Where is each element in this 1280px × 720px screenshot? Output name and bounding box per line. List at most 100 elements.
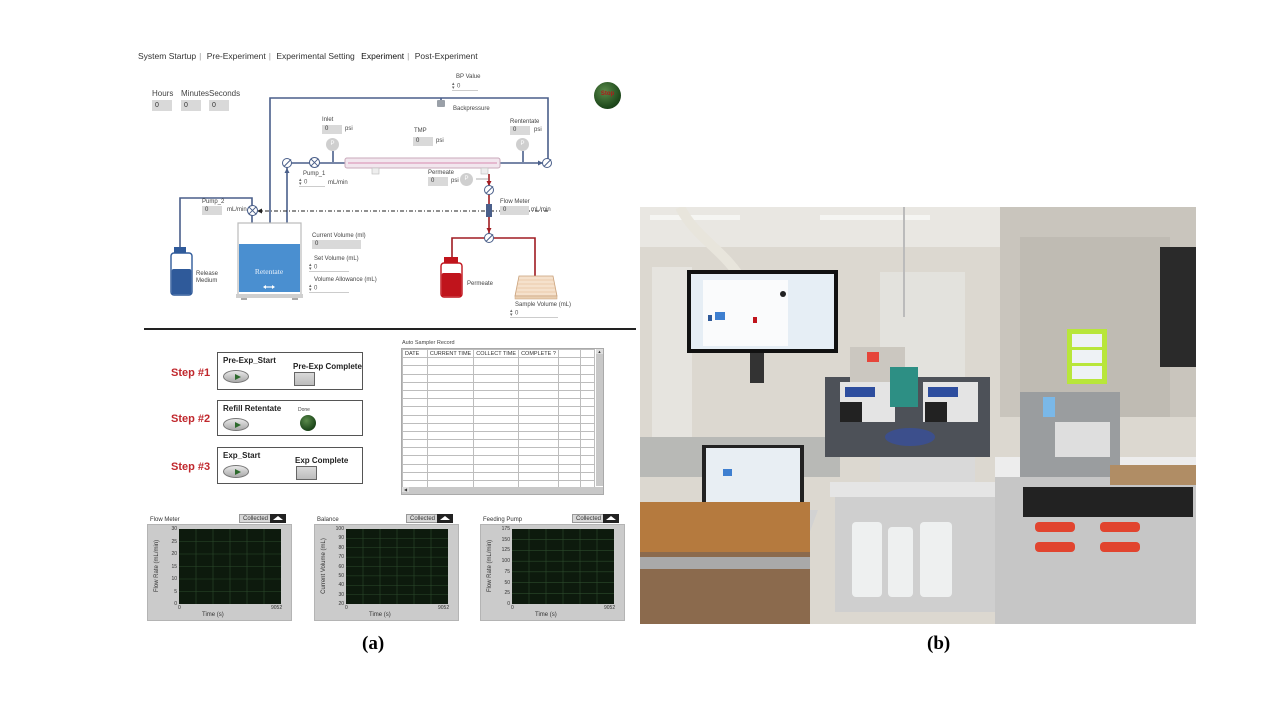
table-cell[interactable] bbox=[473, 422, 520, 432]
table-row[interactable] bbox=[402, 471, 595, 482]
table-row[interactable] bbox=[402, 414, 595, 424]
table-cell[interactable] bbox=[426, 406, 475, 416]
inlet-valve-icon[interactable] bbox=[282, 158, 292, 168]
spinner-arrows-icon[interactable]: ▴▾ bbox=[309, 283, 312, 293]
table-row[interactable] bbox=[402, 373, 595, 383]
table-cell[interactable] bbox=[402, 373, 428, 383]
table-cell[interactable] bbox=[426, 439, 475, 449]
table-cell[interactable] bbox=[518, 414, 559, 424]
table-cell[interactable] bbox=[580, 447, 595, 457]
table-cell[interactable] bbox=[518, 455, 559, 465]
table-cell[interactable] bbox=[473, 463, 520, 473]
tab-pre-experiment[interactable]: Pre-Experiment bbox=[206, 51, 266, 61]
table-cell[interactable] bbox=[518, 439, 559, 449]
table-cell[interactable] bbox=[557, 381, 582, 391]
retentate-valve-icon[interactable] bbox=[542, 158, 552, 168]
pump-2-icon[interactable] bbox=[247, 205, 258, 216]
table-cell[interactable] bbox=[402, 389, 428, 400]
table-cell[interactable] bbox=[518, 373, 559, 383]
pre-exp-start-button[interactable] bbox=[223, 370, 249, 383]
table-cell[interactable] bbox=[518, 430, 559, 441]
table-cell[interactable] bbox=[426, 373, 475, 383]
table-cell[interactable] bbox=[518, 406, 559, 416]
table-cell[interactable] bbox=[557, 430, 582, 441]
vertical-scrollbar[interactable]: ▲ bbox=[596, 349, 603, 486]
table-cell[interactable] bbox=[426, 430, 475, 441]
table-row[interactable] bbox=[402, 365, 595, 375]
volume-allowance-control[interactable]: ▴▾0 bbox=[309, 284, 349, 293]
permeate-valve-icon[interactable] bbox=[484, 185, 494, 195]
table-cell[interactable] bbox=[426, 381, 475, 391]
table-cell[interactable] bbox=[473, 365, 520, 375]
table-cell[interactable] bbox=[402, 471, 428, 482]
table-cell[interactable] bbox=[580, 365, 595, 375]
table-cell[interactable] bbox=[557, 373, 582, 383]
spinner-arrows-icon[interactable]: ▴▾ bbox=[299, 177, 302, 187]
table-cell[interactable] bbox=[580, 406, 595, 416]
tab-experiment[interactable]: Experiment bbox=[361, 51, 405, 61]
table-cell[interactable] bbox=[580, 455, 595, 465]
refill-retentate-button[interactable] bbox=[223, 418, 249, 431]
table-cell[interactable] bbox=[426, 357, 475, 367]
table-cell[interactable] bbox=[402, 406, 428, 416]
table-cell[interactable] bbox=[426, 463, 475, 473]
table-row[interactable] bbox=[402, 398, 595, 408]
table-cell[interactable] bbox=[473, 398, 520, 408]
collected-button[interactable]: Collected bbox=[572, 514, 606, 523]
table-cell[interactable] bbox=[580, 357, 595, 367]
table-cell[interactable] bbox=[402, 447, 428, 457]
plot-area[interactable] bbox=[512, 529, 614, 604]
table-cell[interactable] bbox=[473, 357, 520, 367]
table-cell[interactable] bbox=[402, 430, 428, 441]
table-cell[interactable] bbox=[557, 398, 582, 408]
table-cell[interactable] bbox=[557, 455, 582, 465]
table-cell[interactable] bbox=[518, 422, 559, 432]
tab-system-startup[interactable]: System Startup bbox=[138, 51, 197, 61]
collapse-icon[interactable] bbox=[270, 514, 286, 523]
table-cell[interactable] bbox=[557, 463, 582, 473]
table-cell[interactable] bbox=[518, 463, 559, 473]
table-cell[interactable] bbox=[402, 414, 428, 424]
table-cell[interactable] bbox=[580, 463, 595, 473]
table-row[interactable] bbox=[402, 422, 595, 432]
spinner-arrows-icon[interactable]: ▴▾ bbox=[309, 262, 312, 272]
table-cell[interactable] bbox=[473, 389, 520, 400]
set-volume-control[interactable]: ▴▾0 bbox=[309, 263, 349, 272]
table-row[interactable] bbox=[402, 357, 595, 367]
table-row[interactable] bbox=[402, 406, 595, 416]
table-cell[interactable] bbox=[518, 381, 559, 391]
table-cell[interactable] bbox=[580, 471, 595, 482]
table-cell[interactable] bbox=[473, 455, 520, 465]
table-cell[interactable] bbox=[557, 471, 582, 482]
table-cell[interactable] bbox=[518, 471, 559, 482]
horizontal-scrollbar[interactable]: ◀ bbox=[402, 487, 603, 494]
table-cell[interactable] bbox=[557, 406, 582, 416]
table-cell[interactable] bbox=[402, 463, 428, 473]
table-cell[interactable] bbox=[557, 389, 582, 400]
exp-start-button[interactable] bbox=[223, 465, 249, 478]
table-cell[interactable] bbox=[426, 471, 475, 482]
table-row[interactable] bbox=[402, 439, 595, 449]
table-cell[interactable] bbox=[580, 398, 595, 408]
table-cell[interactable] bbox=[580, 439, 595, 449]
table-cell[interactable] bbox=[580, 430, 595, 441]
table-cell[interactable] bbox=[473, 430, 520, 441]
table-cell[interactable] bbox=[580, 422, 595, 432]
table-cell[interactable] bbox=[518, 365, 559, 375]
table-cell[interactable] bbox=[580, 414, 595, 424]
spinner-arrows-icon[interactable]: ▴▾ bbox=[510, 308, 513, 318]
table-cell[interactable] bbox=[426, 365, 475, 375]
table-cell[interactable] bbox=[402, 439, 428, 449]
tab-post-experiment[interactable]: Post-Experiment bbox=[414, 51, 478, 61]
table-row[interactable] bbox=[402, 389, 595, 400]
table-cell[interactable] bbox=[402, 422, 428, 432]
table-row[interactable] bbox=[402, 447, 595, 457]
table-cell[interactable] bbox=[402, 398, 428, 408]
table-cell[interactable] bbox=[402, 455, 428, 465]
table-cell[interactable] bbox=[426, 389, 475, 400]
table-cell[interactable] bbox=[557, 422, 582, 432]
table-cell[interactable] bbox=[473, 471, 520, 482]
table-cell[interactable] bbox=[580, 381, 595, 391]
table-cell[interactable] bbox=[473, 414, 520, 424]
table-cell[interactable] bbox=[426, 422, 475, 432]
